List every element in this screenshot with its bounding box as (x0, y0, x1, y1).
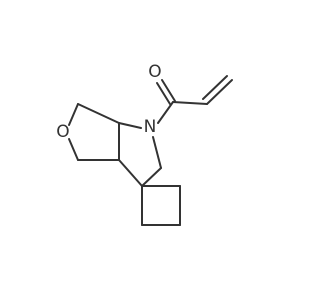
bond-ring-oxygen-c1 (68, 103, 79, 126)
bond-carbonyl-vinyl (172, 101, 208, 105)
bond-c2-nitrogen (118, 122, 142, 129)
bond-c3-spiro (118, 159, 143, 187)
bond-nitrogen-c5 (152, 136, 162, 169)
bond-vinyl-double-b (202, 75, 228, 100)
bond-c1-c2 (77, 103, 120, 124)
molecule-structure: O N O (56, 62, 233, 226)
bond-carbonyl-double-b (156, 82, 171, 105)
bond-vinyl-double-a (206, 79, 233, 105)
bond-c5-spiro (141, 167, 162, 187)
bond-nitrogen-carbonyl (157, 101, 174, 124)
bond-carbonyl-double-a (161, 79, 176, 102)
atom-label-carbonyl-oxygen: O (148, 62, 161, 82)
atom-label-ring-nitrogen: N (144, 117, 157, 137)
bond-ring-oxygen-c4 (68, 138, 79, 161)
atom-label-ring-oxygen: O (56, 122, 69, 142)
